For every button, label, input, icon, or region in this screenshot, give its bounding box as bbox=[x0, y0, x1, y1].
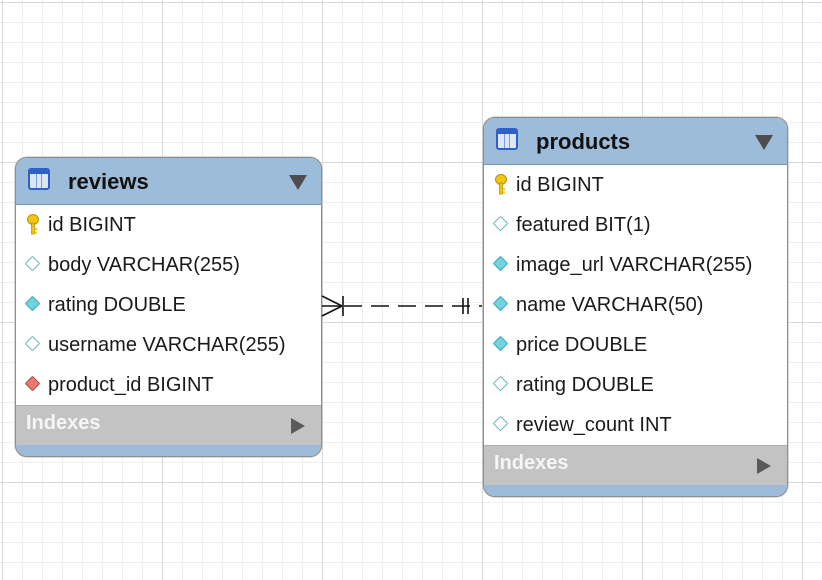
column-row[interactable]: price DOUBLE bbox=[484, 325, 787, 365]
column-row[interactable]: review_count INT bbox=[484, 405, 787, 445]
table-icon bbox=[496, 128, 518, 150]
primary-key-icon bbox=[495, 174, 507, 195]
table-products[interactable]: products id BIGINT featured BIT(1) image… bbox=[483, 117, 788, 497]
column-definition: username VARCHAR(255) bbox=[48, 334, 286, 356]
column-row[interactable]: rating DOUBLE bbox=[484, 365, 787, 405]
one-mandatory-end-icon bbox=[462, 298, 469, 314]
column-definition: name VARCHAR(50) bbox=[516, 294, 704, 316]
collapse-triangle-icon[interactable] bbox=[289, 175, 307, 190]
column-definition: price DOUBLE bbox=[516, 334, 648, 356]
primary-key-icon bbox=[27, 214, 39, 235]
column-list: id BIGINT featured BIT(1) image_url VARC… bbox=[484, 165, 787, 445]
table-reviews[interactable]: reviews id BIGINT body VARCHAR(255) rati… bbox=[15, 157, 322, 457]
indexes-label: Indexes bbox=[26, 412, 101, 434]
column-definition: body VARCHAR(255) bbox=[48, 254, 240, 276]
expand-triangle-icon[interactable] bbox=[291, 418, 305, 434]
indexes-label: Indexes bbox=[494, 452, 569, 474]
column-definition: id BIGINT bbox=[516, 174, 604, 196]
column-row[interactable]: body VARCHAR(255) bbox=[16, 245, 321, 285]
column-row[interactable]: name VARCHAR(50) bbox=[484, 285, 787, 325]
column-row[interactable]: rating DOUBLE bbox=[16, 285, 321, 325]
column-definition: rating DOUBLE bbox=[516, 374, 654, 396]
column-list: id BIGINT body VARCHAR(255) rating DOUBL… bbox=[16, 205, 321, 405]
column-definition: review_count INT bbox=[516, 414, 672, 436]
table-footer bbox=[16, 445, 321, 456]
indexes-section[interactable]: Indexes bbox=[484, 445, 787, 485]
expand-triangle-icon[interactable] bbox=[757, 458, 771, 474]
column-definition: featured BIT(1) bbox=[516, 214, 651, 236]
indexes-section[interactable]: Indexes bbox=[16, 405, 321, 445]
table-icon bbox=[28, 168, 50, 190]
table-header[interactable]: reviews bbox=[16, 158, 321, 205]
column-row[interactable]: image_url VARCHAR(255) bbox=[484, 245, 787, 285]
column-definition: rating DOUBLE bbox=[48, 294, 186, 316]
collapse-triangle-icon[interactable] bbox=[755, 135, 773, 150]
column-definition: id BIGINT bbox=[48, 214, 136, 236]
column-row[interactable]: id BIGINT bbox=[484, 165, 787, 205]
column-row[interactable]: featured BIT(1) bbox=[484, 205, 787, 245]
many-mandatory-end-icon bbox=[321, 295, 344, 317]
column-definition: image_url VARCHAR(255) bbox=[516, 254, 753, 276]
column-row[interactable]: username VARCHAR(255) bbox=[16, 325, 321, 365]
table-header[interactable]: products bbox=[484, 118, 787, 165]
column-row[interactable]: id BIGINT bbox=[16, 205, 321, 245]
table-title: products bbox=[536, 129, 631, 154]
table-footer bbox=[484, 485, 787, 496]
column-row[interactable]: product_id BIGINT bbox=[16, 365, 321, 405]
table-title: reviews bbox=[68, 169, 149, 194]
column-definition: product_id BIGINT bbox=[48, 374, 214, 396]
